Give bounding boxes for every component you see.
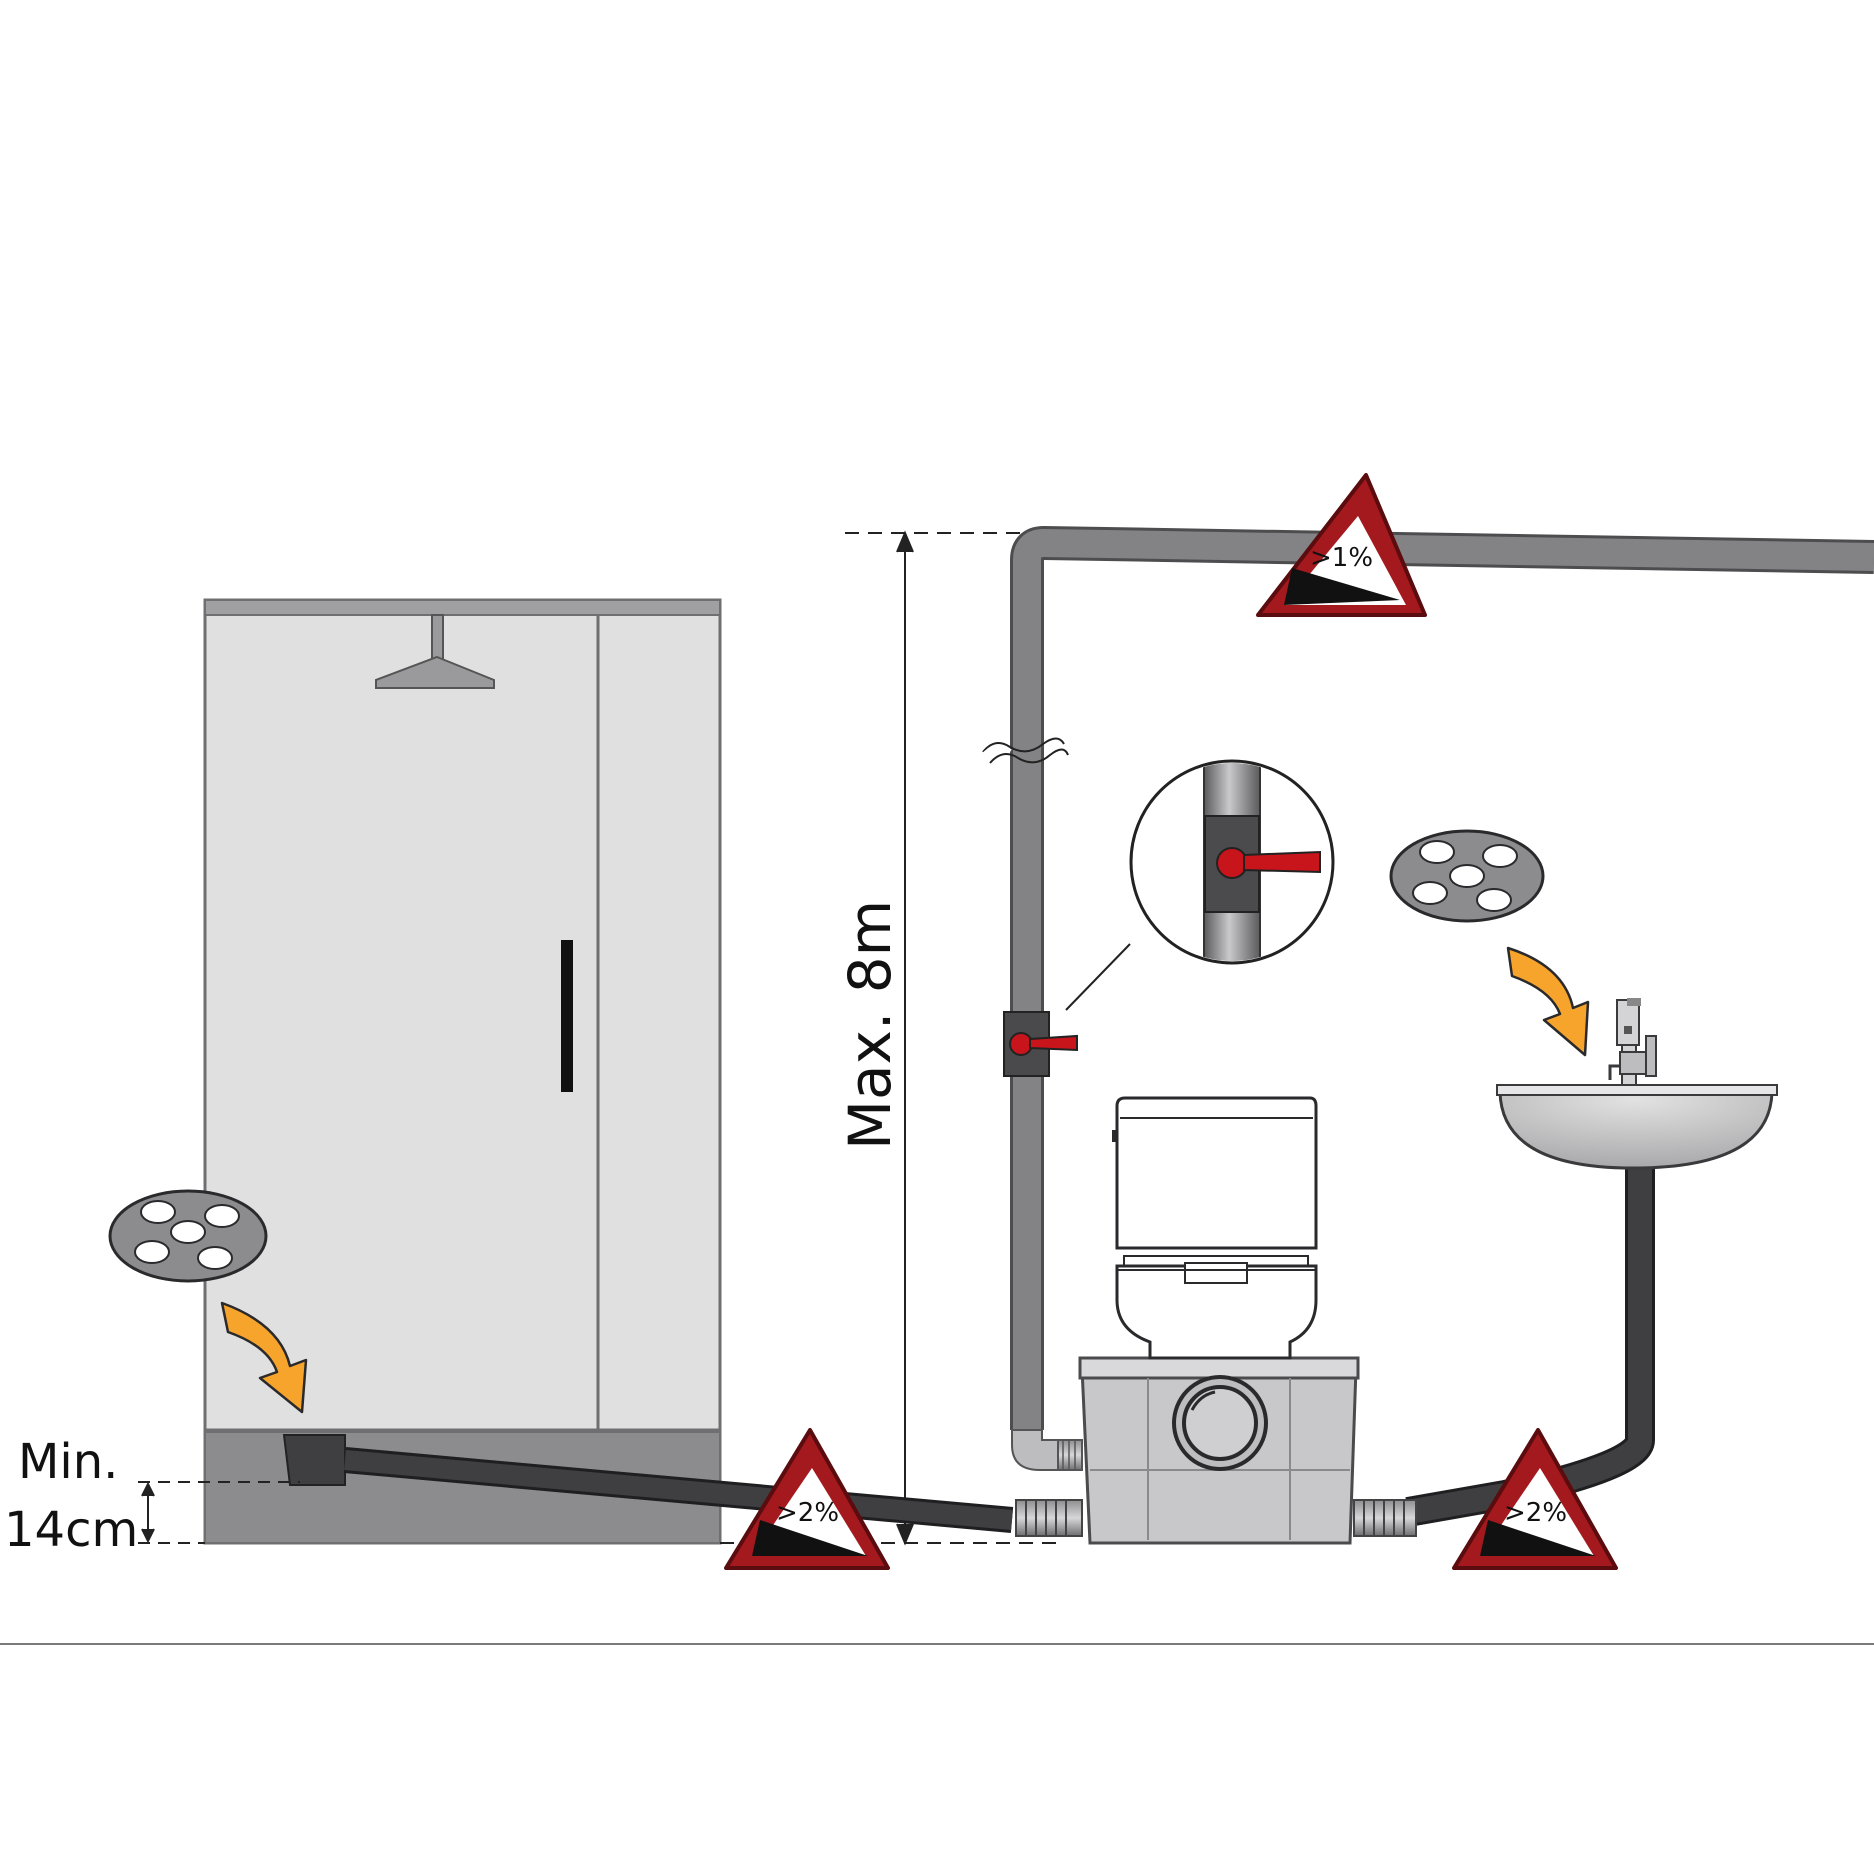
sink-pipe-slope-label: >2% [1504,1498,1567,1528]
curved-arrow-icon [220,1301,308,1414]
min-height-label-line2: 14cm [4,1502,138,1558]
macerator-pump-unit [1078,1356,1360,1545]
ball-valve-icon[interactable] [1003,1011,1078,1077]
max-height-label: Max. 8m [836,900,904,1150]
curved-arrow-icon [1506,946,1590,1057]
slope-warning-icon: >2% [1452,1428,1618,1570]
slope-warning-icon: >1% [1256,473,1427,617]
top-pipe-slope-label: >1% [1310,543,1373,573]
min-height-label-line1: Min. [18,1434,118,1490]
drain-filter-icon [108,1189,268,1283]
shower-head-icon [375,614,495,689]
riser-elbow [1011,1429,1059,1471]
pipe-break-symbol [980,737,1069,764]
slope-warning-icon: >2% [724,1428,890,1570]
shower-pipe-slope-label: >2% [776,1498,839,1528]
valve-magnifier [1129,759,1335,965]
toilet-tank [1115,1096,1318,1250]
toilet-bowl [1115,1264,1318,1360]
pump-inspection-cover [1172,1375,1268,1471]
shower-door-handle [561,940,573,1092]
min-height-dimension [138,1481,300,1544]
faucet-icon [1608,998,1657,1086]
valve-callout-line [1065,943,1131,1011]
shower-drain-trap [282,1434,346,1486]
wash-basin [1496,998,1778,1170]
shower-roof [204,599,721,616]
shower-cabin [203,598,722,1545]
drain-filter-icon [1389,829,1545,923]
toilet [1112,1096,1318,1360]
